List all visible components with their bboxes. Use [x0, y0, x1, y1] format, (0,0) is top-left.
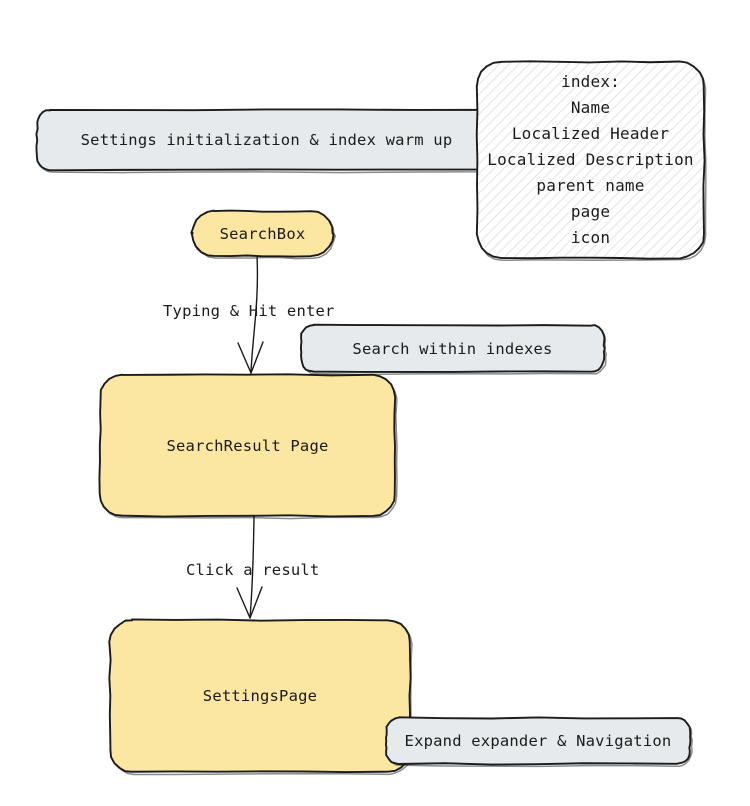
node-label: Search within indexes	[352, 339, 553, 358]
node-settings-init-label[interactable]: Settings initialization & index warm up	[35, 108, 499, 174]
node-label: Expand expander & Navigation	[404, 732, 672, 750]
node-label: SearchResult Page	[166, 436, 329, 455]
node-search-within-indexes-label[interactable]: Search within indexes	[299, 323, 607, 376]
node-label: index: Name Localized Header Localized D…	[487, 72, 694, 247]
edge-label-edge-typing: Typing & Hit enter	[163, 302, 335, 320]
node-expand-navigation-label[interactable]: Expand expander & Navigation	[384, 716, 693, 768]
node-index-box[interactable]: index: Name Localized Header Localized D…	[475, 60, 707, 262]
node-searchbox[interactable]: SearchBox	[190, 209, 336, 260]
node-label: SearchBox	[219, 224, 306, 243]
node-label: Settings initialization & index warm up	[80, 131, 453, 149]
node-searchresult-page[interactable]: SearchResult Page	[98, 373, 398, 520]
edge-label-edge-click-result: Click a result	[186, 561, 320, 579]
node-label: SettingsPage	[202, 687, 318, 705]
node-settings-page[interactable]: SettingsPage	[108, 618, 413, 776]
